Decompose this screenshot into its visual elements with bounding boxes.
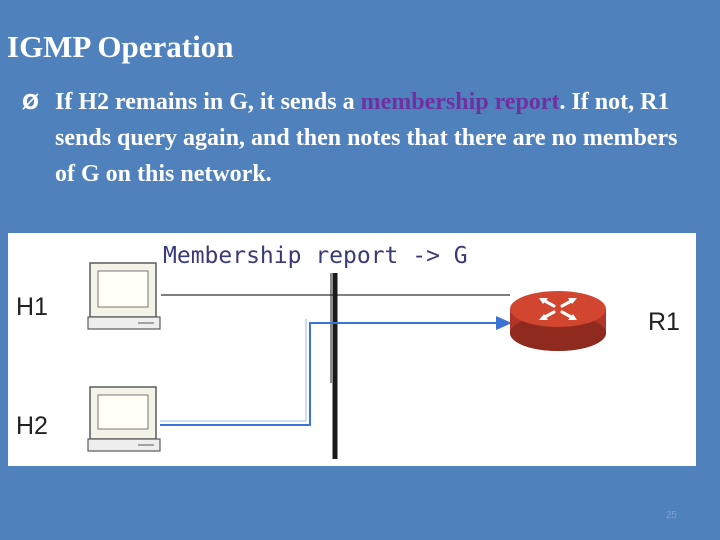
host-label-h2: H2 bbox=[16, 412, 48, 440]
computer-h1-icon bbox=[87, 262, 161, 330]
router-label-r1: R1 bbox=[648, 308, 680, 336]
bullet-text-before: If H2 remains in G, it sends a bbox=[55, 89, 361, 115]
computer-h2-icon bbox=[87, 386, 161, 452]
router-icon bbox=[510, 291, 606, 351]
membership-report-highlight: membership report bbox=[360, 89, 560, 115]
page-number: 25 bbox=[665, 510, 677, 521]
message-label: Membership report -> G bbox=[163, 243, 468, 269]
network-diagram-svg: Membership report -> G H1 H2 bbox=[16, 243, 680, 459]
report-arrow-icon bbox=[496, 316, 512, 330]
host-label-h1: H1 bbox=[16, 293, 48, 321]
bullet-text-after: . If not, R1 sends query again, and then… bbox=[55, 89, 678, 187]
slide-title: IGMP Operation bbox=[7, 29, 234, 64]
igmp-diagram: Membership report -> G H1 H2 bbox=[8, 233, 696, 466]
bullet-arrow-icon: Ø bbox=[22, 90, 40, 114]
bullet-item: Ø If H2 remains in G, it sends a members… bbox=[22, 84, 692, 192]
bullet-text: If H2 remains in G, it sends a membershi… bbox=[22, 84, 692, 192]
report-path-shadow bbox=[160, 319, 307, 422]
report-path-line bbox=[160, 322, 498, 426]
